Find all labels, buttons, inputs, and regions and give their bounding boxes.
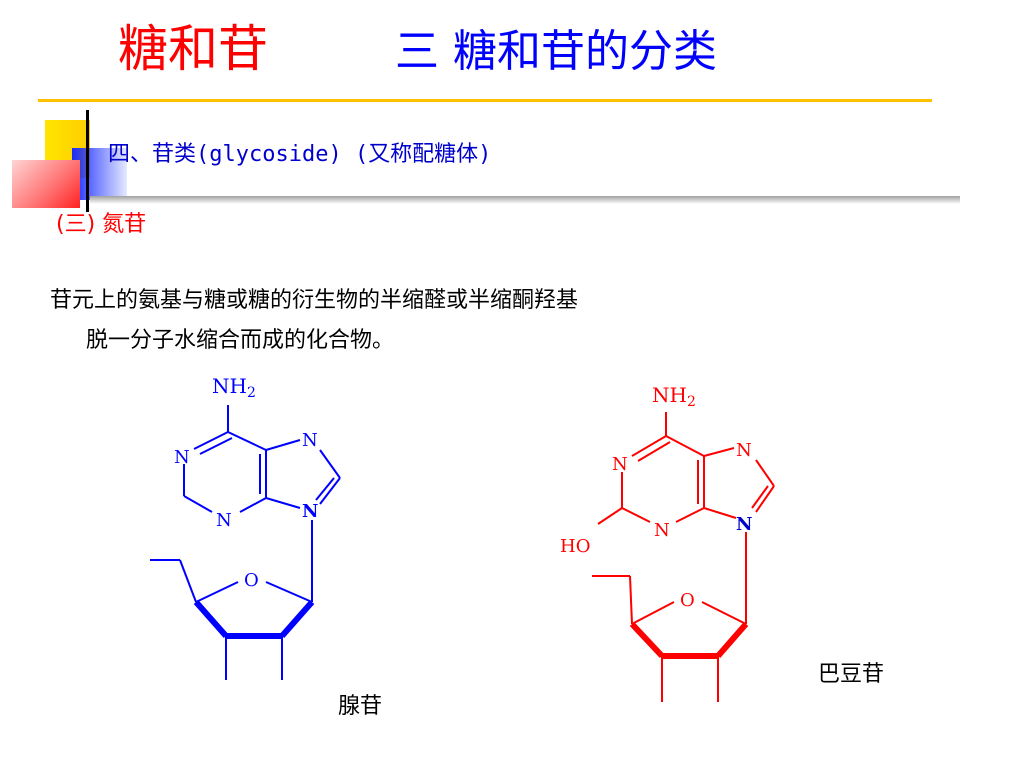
sugar-wedge-bond bbox=[279, 600, 315, 638]
ring-bond bbox=[621, 507, 651, 523]
sugar-wedge-bond bbox=[629, 621, 665, 659]
ring-bond bbox=[597, 507, 623, 525]
adenosine-nh2-label: NH2 bbox=[212, 374, 256, 401]
ring-bond bbox=[665, 435, 705, 457]
ring-bond bbox=[319, 477, 341, 505]
adenosine-structure bbox=[183, 405, 341, 602]
sugar-wedge-bond bbox=[715, 622, 749, 658]
ring-bond bbox=[239, 497, 267, 513]
ring-double-bond bbox=[751, 485, 769, 509]
adenosine-o-label: O bbox=[244, 570, 259, 591]
title-left: 糖和苷 bbox=[118, 20, 268, 78]
ring-bond bbox=[703, 447, 735, 457]
ring-bond bbox=[183, 495, 213, 513]
adenosine-name-label: 腺苷 bbox=[338, 694, 383, 719]
adenosine-n7-label: N bbox=[302, 430, 318, 451]
adenosine-n9-label: N bbox=[302, 501, 318, 522]
crotonoside-name-label: 巴豆苷 bbox=[818, 662, 885, 687]
crotonoside-n1-label: N bbox=[612, 454, 628, 475]
subsection-heading: (三) 氮苷 bbox=[56, 212, 147, 237]
sugar-wedge-bond bbox=[193, 600, 229, 638]
ring-double-bond bbox=[199, 437, 233, 455]
ring-bond bbox=[193, 431, 229, 450]
crotonoside-n9-label: N bbox=[736, 514, 752, 535]
sugar-bond bbox=[195, 581, 239, 603]
ring-bond bbox=[631, 435, 667, 457]
crotonoside-n3-label: N bbox=[654, 520, 670, 541]
decoration-horizontal-line bbox=[90, 196, 960, 204]
sugar-bond bbox=[629, 575, 633, 625]
crotonoside-nh2-label: NH2 bbox=[652, 383, 696, 410]
decoration-vertical-line bbox=[86, 110, 89, 212]
section-heading: 四、苷类(glycoside) (又称配糖体) bbox=[108, 142, 492, 167]
ring-bond bbox=[675, 507, 705, 523]
crotonoside-sugar bbox=[592, 575, 749, 702]
ring-double-bond bbox=[315, 477, 335, 501]
ring-bond bbox=[265, 439, 301, 451]
sugar-bond bbox=[265, 581, 313, 603]
ring-bond bbox=[319, 449, 341, 479]
title-divider bbox=[38, 99, 932, 102]
description-line-1: 苷元上的氨基与糖或糖的衍生物的半缩醛或半缩酮羟基 bbox=[50, 288, 579, 313]
decoration-blue-square bbox=[72, 148, 127, 200]
sugar-bond bbox=[179, 559, 197, 603]
sugar-bond bbox=[631, 601, 675, 625]
ring-bond bbox=[265, 497, 301, 509]
description-line-2: 脱一分子水缩合而成的化合物。 bbox=[86, 328, 395, 353]
decoration-red-square bbox=[12, 160, 80, 208]
crotonoside-n7-label: N bbox=[736, 440, 752, 461]
sugar-bond bbox=[701, 601, 747, 625]
ring-bond bbox=[755, 485, 775, 513]
ring-bond bbox=[703, 507, 737, 519]
adenosine-sugar bbox=[150, 559, 315, 680]
crotonoside-structure bbox=[597, 412, 775, 624]
title-right: 三 糖和苷的分类 bbox=[395, 26, 717, 77]
crotonoside-o-label: O bbox=[680, 590, 695, 611]
ring-bond bbox=[755, 459, 775, 487]
adenosine-n1-label: N bbox=[174, 447, 190, 468]
crotonoside-ho-label: HO bbox=[560, 536, 590, 557]
adenosine-n3-label: N bbox=[216, 510, 232, 531]
ring-bond bbox=[227, 431, 267, 451]
ring-double-bond bbox=[637, 441, 671, 462]
